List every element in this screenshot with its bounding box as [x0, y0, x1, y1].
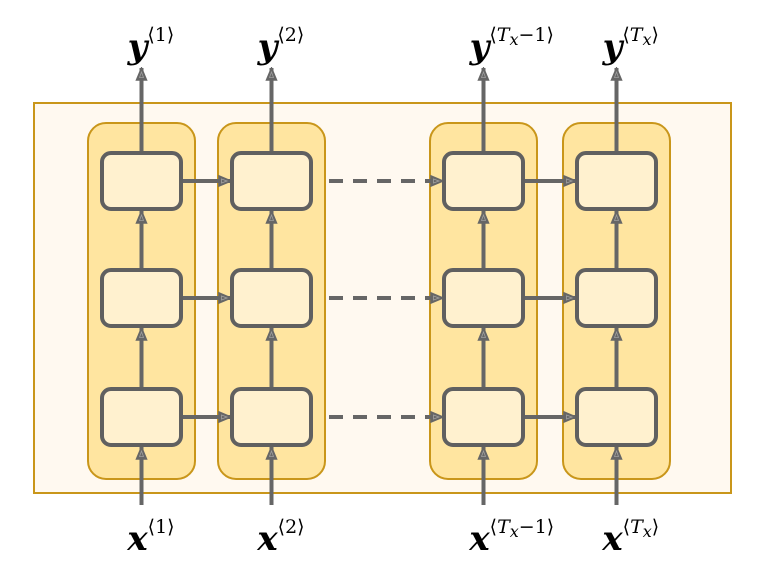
rnn-cell-layer1-t2	[230, 387, 313, 447]
open-bracket: ⟨	[147, 516, 156, 538]
output-superscript: ⟨Tx−1⟩	[489, 24, 554, 49]
output-label-tTx-1: y⟨Tx−1⟩	[469, 26, 554, 67]
rnn-cell-layer2-tTx	[575, 268, 658, 328]
input-superscript: ⟨1⟩	[148, 516, 175, 538]
output-superscript: ⟨Tx⟩	[622, 24, 659, 49]
timestep-index: 1	[154, 24, 167, 46]
close-bracket: ⟩	[651, 516, 660, 538]
open-bracket: ⟨	[147, 24, 155, 46]
input-symbol: x	[602, 519, 623, 559]
rnn-cell-layer1-tTx-1	[442, 387, 525, 447]
timestep-subscript: x	[642, 30, 652, 49]
rnn-cell-layer3-tTx-1	[442, 151, 525, 211]
close-bracket: ⟩	[167, 516, 175, 538]
close-bracket: ⟩	[296, 24, 305, 46]
output-symbol: y	[602, 27, 623, 67]
timestep-T: T	[497, 516, 510, 538]
close-bracket: ⟩	[297, 516, 305, 538]
timestep-offset: −1	[518, 516, 547, 538]
output-symbol: y	[469, 27, 490, 67]
open-bracket: ⟨	[277, 516, 286, 538]
input-label-t1: x⟨1⟩	[127, 518, 174, 559]
open-bracket: ⟨	[489, 24, 497, 46]
open-bracket: ⟨	[277, 24, 285, 46]
rnn-cell-layer1-t1	[100, 387, 183, 447]
timestep-subscript: x	[509, 30, 519, 49]
timestep-subscript: x	[509, 522, 519, 541]
input-label-t2: x⟨2⟩	[257, 518, 304, 559]
timestep-index: 2	[285, 516, 298, 538]
rnn-cell-layer3-t1	[100, 151, 183, 211]
timestep-T: T	[629, 24, 643, 46]
input-symbol: x	[469, 519, 490, 559]
rnn-cell-layer1-tTx	[575, 387, 658, 447]
rnn-cell-layer3-tTx	[575, 151, 658, 211]
timestep-index: 1	[155, 516, 168, 538]
input-symbol: x	[257, 519, 278, 559]
output-label-tTx: y⟨Tx⟩	[602, 26, 659, 67]
timestep-subscript: x	[642, 522, 652, 541]
open-bracket: ⟨	[622, 24, 630, 46]
output-superscript: ⟨1⟩	[147, 24, 174, 46]
close-bracket: ⟩	[166, 24, 175, 46]
input-superscript: ⟨Tx⟩	[622, 516, 660, 541]
open-bracket: ⟨	[489, 516, 498, 538]
close-bracket: ⟩	[651, 24, 659, 46]
timestep-T: T	[496, 24, 510, 46]
output-label-t2: y⟨2⟩	[257, 26, 305, 67]
input-symbol: x	[127, 519, 148, 559]
rnn-cell-layer2-tTx-1	[442, 268, 525, 328]
timestep-index: 2	[284, 24, 297, 46]
input-label-tTx: x⟨Tx⟩	[602, 518, 659, 559]
close-bracket: ⟩	[546, 24, 554, 46]
input-label-tTx-1: x⟨Tx−1⟩	[469, 518, 554, 559]
output-label-t1: y⟨1⟩	[127, 26, 175, 67]
timestep-offset: −1	[518, 24, 547, 46]
rnn-cell-layer3-t2	[230, 151, 313, 211]
rnn-cell-layer2-t2	[230, 268, 313, 328]
rnn-cell-layer2-t1	[100, 268, 183, 328]
output-symbol: y	[257, 27, 278, 67]
open-bracket: ⟨	[622, 516, 631, 538]
input-superscript: ⟨2⟩	[278, 516, 305, 538]
output-symbol: y	[127, 27, 148, 67]
output-superscript: ⟨2⟩	[277, 24, 304, 46]
input-superscript: ⟨Tx−1⟩	[489, 516, 555, 541]
timestep-T: T	[630, 516, 643, 538]
close-bracket: ⟩	[546, 516, 555, 538]
